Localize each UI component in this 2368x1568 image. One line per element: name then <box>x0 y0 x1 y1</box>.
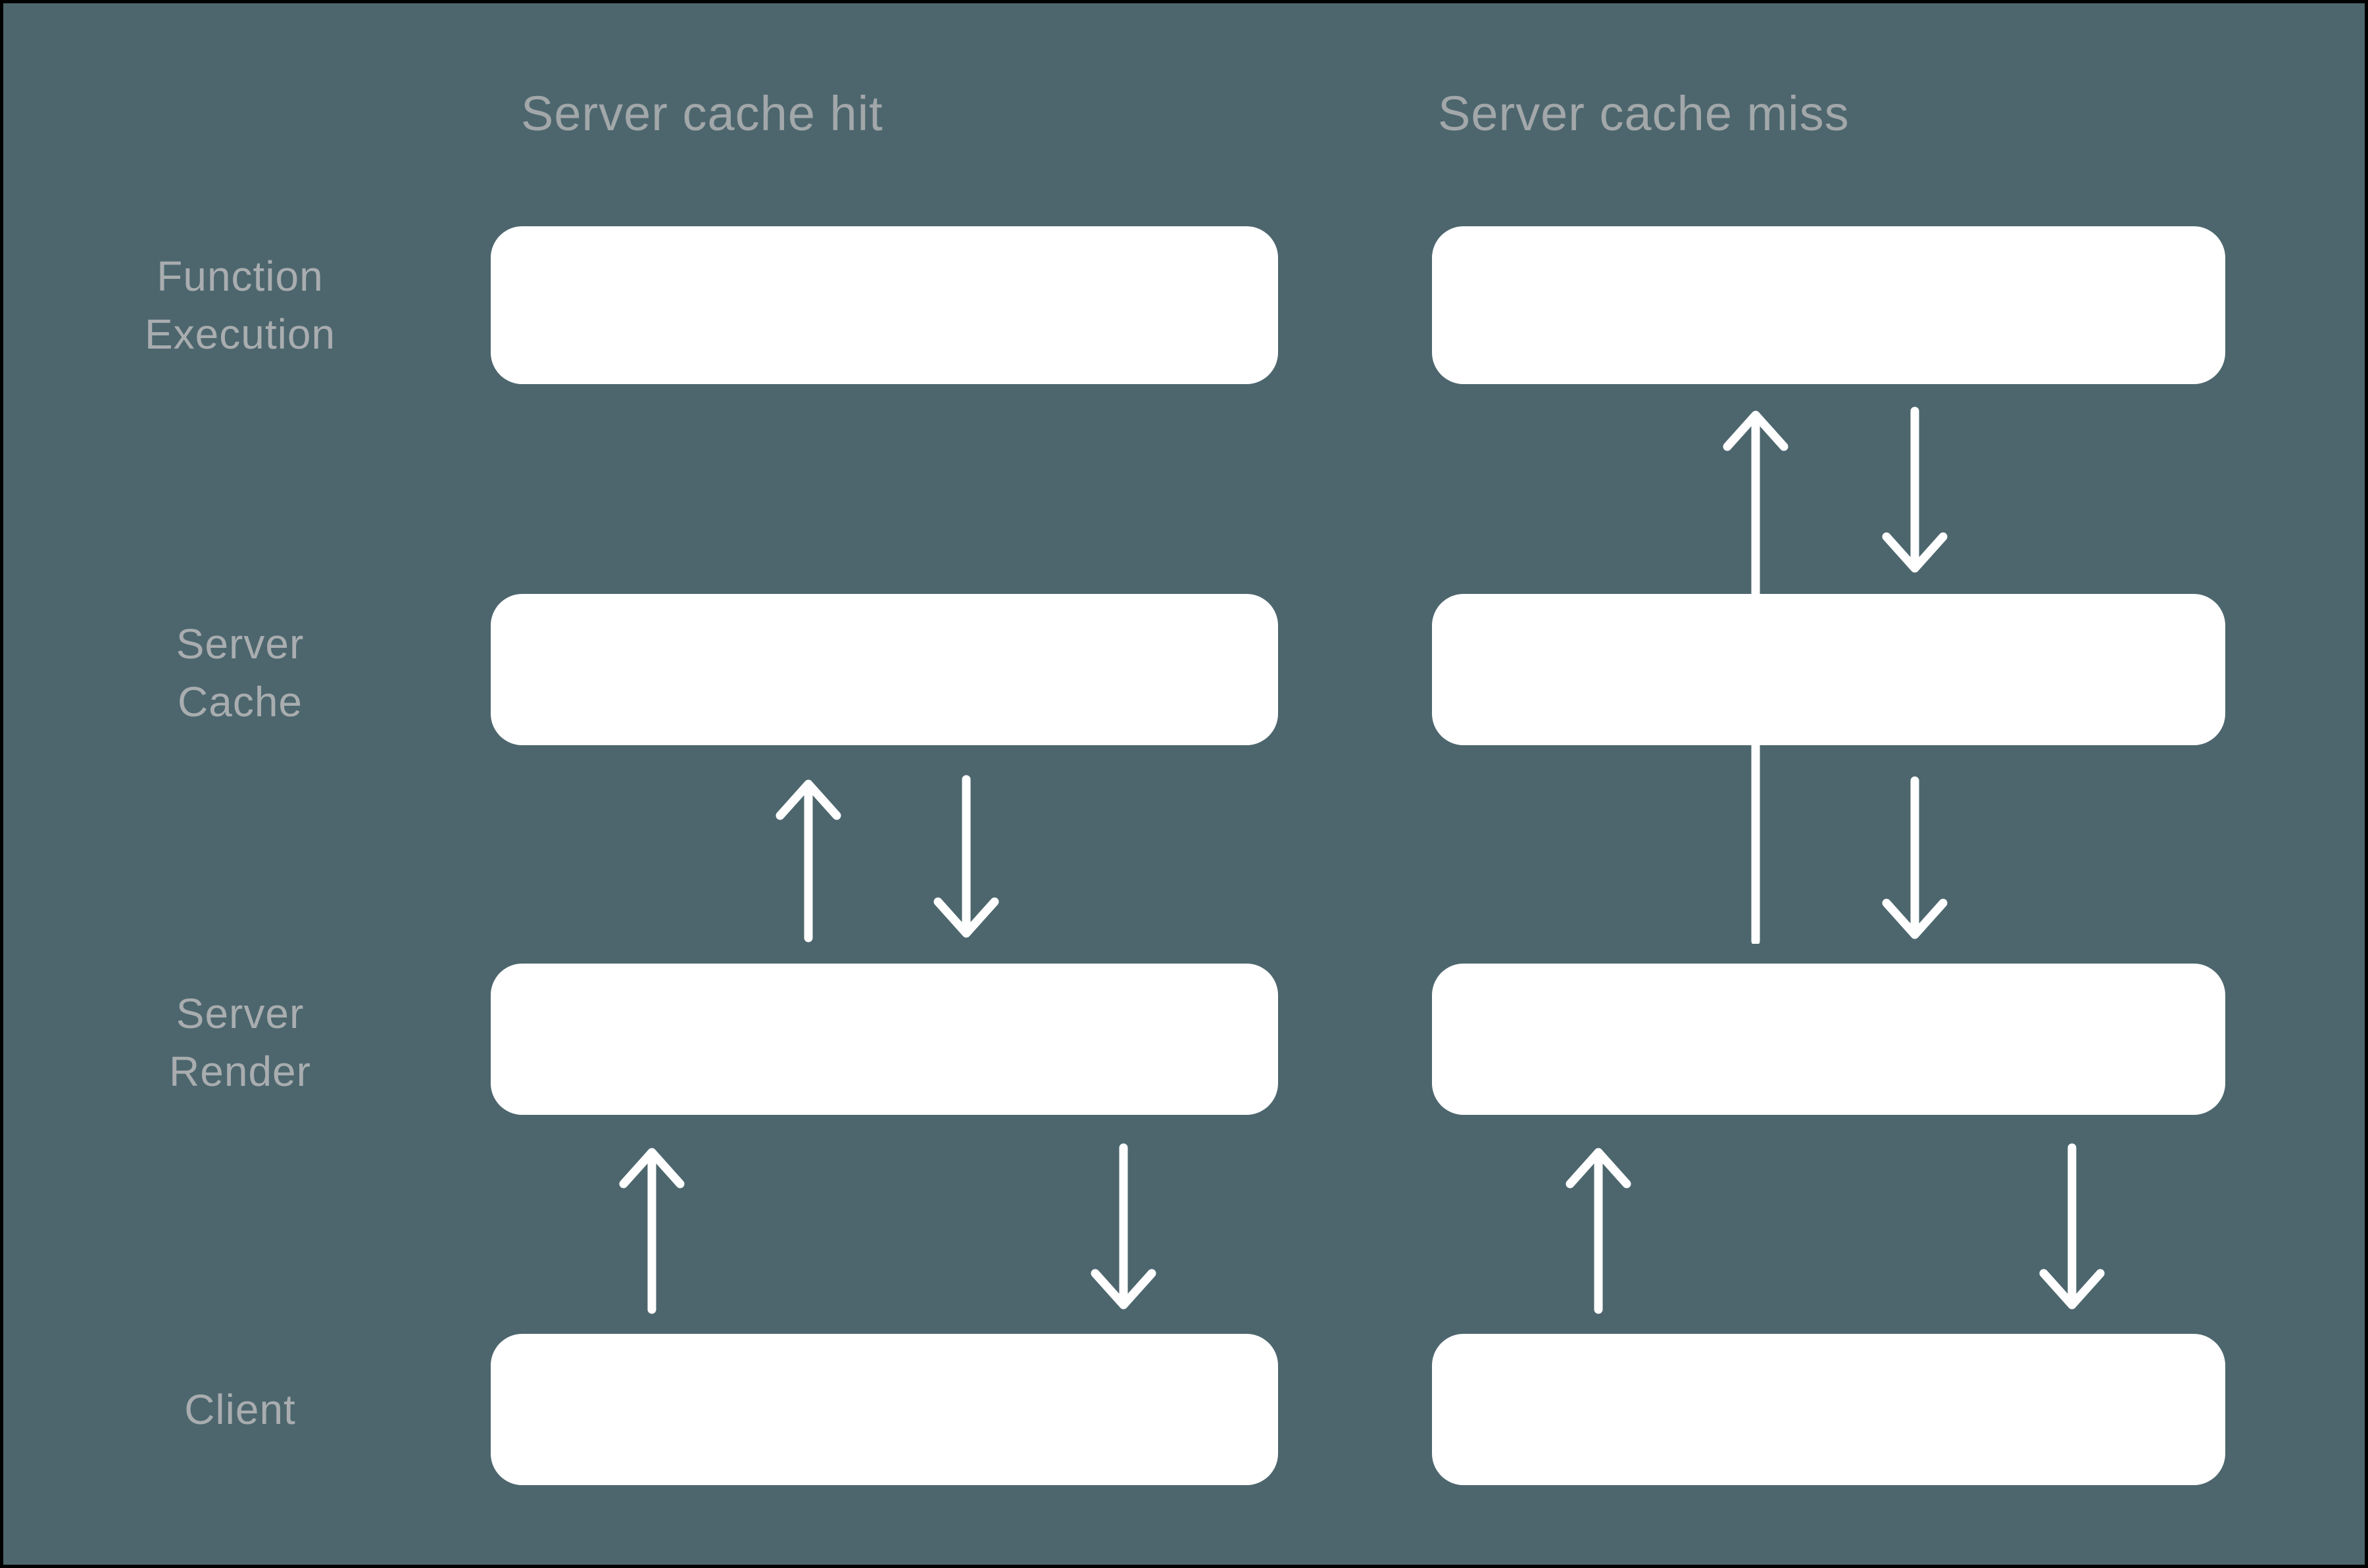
arrow-down-function-execution-to-server-cache-miss-icon <box>1882 406 1948 577</box>
box-hit-client <box>491 1334 1278 1485</box>
box-hit-server-cache <box>491 594 1278 745</box>
row-label-line: Server <box>176 620 305 668</box>
box-hit-server-render <box>491 964 1278 1115</box>
arrow-up-client-to-server-render-hit-icon <box>619 1143 685 1314</box>
row-label-server-render: Server Render <box>30 985 451 1100</box>
diagram-canvas: Server cache hit Server cache miss Funct… <box>3 3 2365 1565</box>
arrow-down-server-render-to-client-hit-icon <box>1091 1143 1156 1314</box>
box-miss-client <box>1432 1334 2225 1485</box>
arrow-down-server-render-to-client-miss-icon <box>2039 1143 2105 1314</box>
box-miss-function-execution <box>1432 226 2225 384</box>
box-miss-server-cache <box>1432 594 2225 745</box>
arrow-down-server-cache-to-server-render-miss-icon <box>1882 776 1948 944</box>
arrow-up-server-render-to-server-cache-hit-icon <box>776 775 841 943</box>
arrow-down-server-cache-to-server-render-hit-icon <box>933 775 999 943</box>
row-label-line: Server <box>176 990 305 1037</box>
row-label-line: Function <box>157 253 324 300</box>
row-label-line: Client <box>184 1386 296 1433</box>
row-label-client: Client <box>30 1381 451 1438</box>
row-label-line: Execution <box>144 310 336 358</box>
column-title-server-cache-miss: Server cache miss <box>1438 86 1850 141</box>
row-label-function-execution: Function Execution <box>30 247 451 363</box>
box-miss-server-render <box>1432 964 2225 1115</box>
arrow-up-client-to-server-render-miss-icon <box>1566 1143 1631 1314</box>
row-label-line: Cache <box>178 678 303 725</box>
box-hit-function-execution <box>491 226 1278 384</box>
row-label-server-cache: Server Cache <box>30 615 451 731</box>
column-title-server-cache-hit: Server cache hit <box>521 86 883 141</box>
row-label-line: Render <box>169 1048 311 1095</box>
